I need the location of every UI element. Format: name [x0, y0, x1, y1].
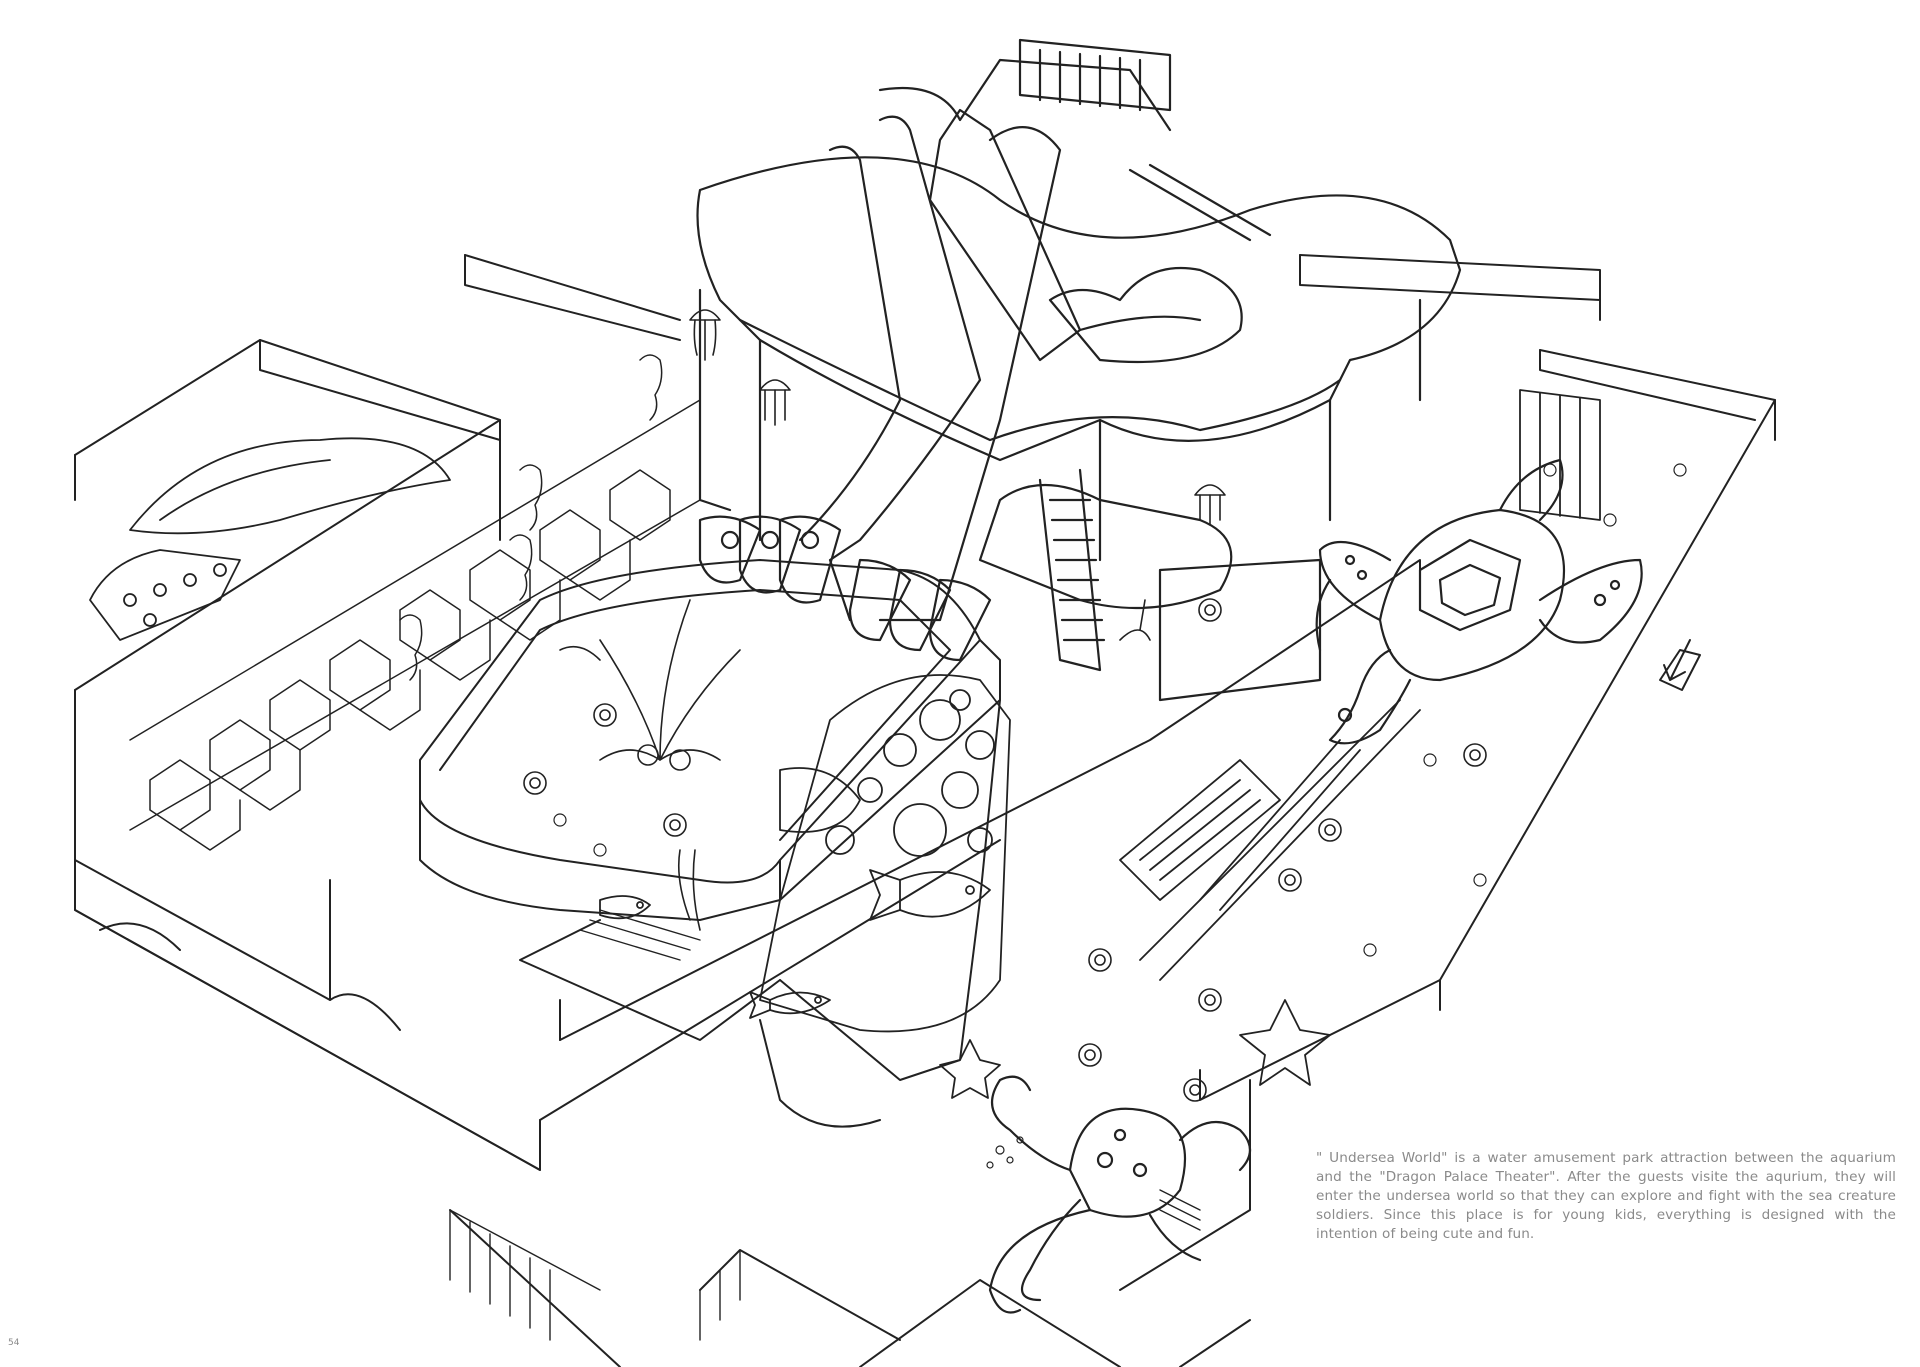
deck-details — [553, 463, 1687, 1169]
caption-text: " Undersea World" is a water amusement p… — [1316, 1150, 1896, 1242]
hexagon-wall — [129, 399, 701, 851]
cafe-dome — [89, 437, 451, 641]
coral-icon — [559, 599, 1151, 931]
aquarium-tank — [759, 674, 1011, 1033]
tube-slide — [1119, 389, 1601, 981]
fish-icon — [599, 869, 991, 1019]
sea-turtle-icon — [1315, 458, 1643, 745]
direction-arrow-icon — [1659, 639, 1701, 691]
railings — [449, 909, 1201, 1341]
octopus-icon — [988, 1075, 1252, 1314]
seahorse-icon — [399, 354, 663, 681]
lifebuoy-icon — [523, 598, 1487, 1102]
water-slide-tower-icon — [696, 38, 1462, 702]
jellyfish-icon — [689, 309, 1226, 526]
starfish-icon — [939, 999, 1331, 1099]
pool-deck — [419, 559, 1001, 1128]
page-number: 54 — [8, 1338, 20, 1348]
